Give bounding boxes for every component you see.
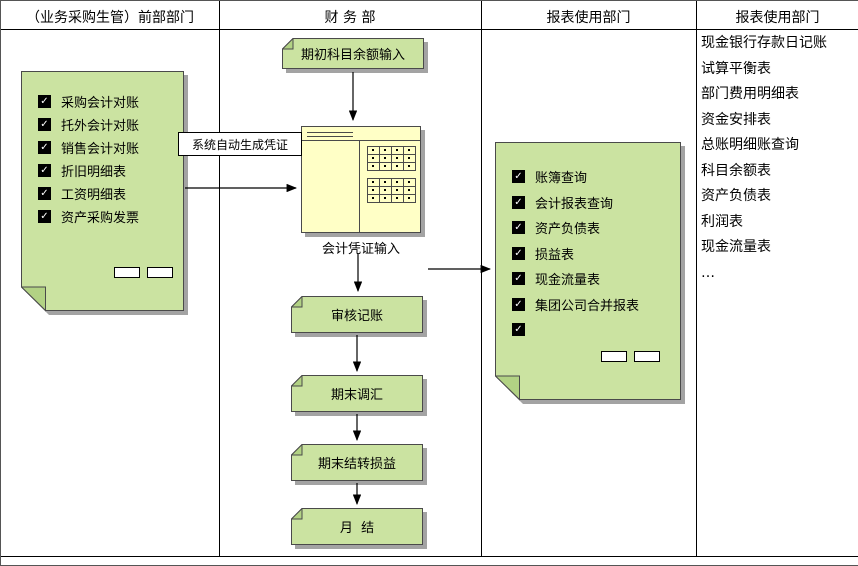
checklist-item: ✓ 资产采购发票 (38, 205, 139, 228)
form-shape (301, 126, 425, 237)
checklist-item: ✓ 资产负债表 (512, 215, 639, 241)
checklist-label: 会计报表查询 (535, 196, 614, 212)
voucher-form-graphic (301, 126, 426, 238)
checklist-item: ✓ 托外会计对账 (38, 113, 139, 136)
report-dept-note: ✓ 账簿查询 ✓ 会计报表查询 ✓ 资产负债表 ✓ 损益表 ✓ 现金流量表 ✓ 集团公司合并… (495, 142, 686, 405)
checkbox-checked-icon: ✓ (38, 187, 51, 200)
checkbox-checked-icon: ✓ (512, 246, 525, 260)
checkbox-checked-icon: ✓ (512, 297, 525, 311)
checklist-label: 资产负债表 (535, 222, 601, 238)
card-shape (291, 375, 427, 416)
header-divider (1, 29, 858, 30)
checklist-item: ✓ 损益表 (512, 241, 639, 267)
card-shape (291, 444, 427, 485)
card-label: 期末调汇 (330, 388, 383, 403)
checklist-item: ✓ 采购会计对账 (38, 90, 139, 113)
report-list-item: 现金流量表 (701, 239, 771, 255)
checklist-label: 销售会计对账 (61, 142, 140, 157)
checklist-label: 采购会计对账 (61, 96, 140, 111)
lane-separator (696, 1, 697, 556)
checkbox-checked-icon: ✓ (38, 164, 51, 177)
note-shape (21, 71, 188, 315)
card-label: 审核记账 (330, 309, 383, 324)
note-buttons (114, 267, 173, 278)
report-dept-checklist: ✓ 账簿查询 ✓ 会计报表查询 ✓ 资产负债表 ✓ 损益表 ✓ 现金流量表 ✓ 集团公司合并… (512, 164, 639, 343)
step-card-close-pl: 期末结转损益 (291, 444, 427, 485)
note-button-rect (147, 267, 173, 278)
checklist-label: 集团公司合并报表 (535, 298, 640, 314)
front-dept-checklist: ✓ 采购会计对账 ✓ 托外会计对账 ✓ 销售会计对账 ✓ 折旧明细表 ✓ 工资明细表 ✓ 资… (38, 90, 139, 228)
card-label: 月 结 (339, 521, 375, 536)
checkbox-checked-icon: ✓ (512, 323, 525, 337)
lane-separator (219, 1, 220, 556)
checklist-item: ✓ 集团公司合并报表 (512, 292, 639, 318)
step-card-audit-post: 审核记账 (291, 296, 427, 337)
checkbox-checked-icon: ✓ (512, 272, 525, 286)
checkbox-checked-icon: ✓ (38, 210, 51, 223)
bottom-divider (1, 556, 858, 557)
report-list-item: 利润表 (701, 213, 743, 230)
checkbox-checked-icon: ✓ (512, 170, 525, 184)
step-card-period-end-revaluation: 期末调汇 (291, 375, 427, 416)
opening-balance-card: 期初科目余额输入 (282, 38, 428, 73)
auto-voucher-callout: 系统自动生成凭证 (178, 132, 302, 156)
checkbox-checked-icon: ✓ (38, 118, 51, 131)
report-list-item: 试算平衡表 (701, 60, 771, 77)
note-shape (495, 142, 685, 404)
lane-title-finance-dept: 财 务 部 (324, 10, 376, 26)
checklist-item: ✓ (512, 317, 639, 343)
lane-title-report-users-2: 报表使用部门 (735, 10, 820, 26)
checklist-item: ✓ 会计报表查询 (512, 190, 639, 216)
report-list-item: … (701, 264, 715, 281)
lane-separator (481, 1, 482, 556)
lane-title-report-users: 报表使用部门 (546, 10, 631, 26)
checklist-item: ✓ 销售会计对账 (38, 136, 139, 159)
card-label: 期初科目余额输入 (300, 48, 405, 63)
checklist-label: 折旧明细表 (61, 165, 127, 180)
card-shape (291, 508, 427, 549)
checklist-label: 工资明细表 (61, 188, 127, 203)
report-list-item: 现金银行存款日记账 (701, 35, 827, 51)
checklist-label: 账簿查询 (535, 171, 588, 187)
report-list-item: 部门费用明细表 (701, 86, 799, 102)
report-list-item: 资产负债表 (701, 188, 771, 204)
checklist-label: 现金流量表 (535, 273, 601, 289)
note-button-rect (634, 351, 660, 362)
front-dept-note: ✓ 采购会计对账 ✓ 托外会计对账 ✓ 销售会计对账 ✓ 折旧明细表 ✓ 工资明细表 ✓ 资… (21, 71, 189, 316)
card-shape (291, 296, 427, 337)
checkbox-checked-icon: ✓ (512, 195, 525, 209)
report-list-item: 科目余额表 (701, 162, 771, 179)
step-card-month-close: 月 结 (291, 508, 427, 549)
voucher-form-label: 会计凭证输入 (321, 242, 400, 257)
lane-title-front-dept: （业务采购生管）前部部门 (26, 10, 194, 26)
note-button-rect (114, 267, 140, 278)
card-label: 期末结转损益 (317, 457, 396, 472)
note-buttons (601, 351, 660, 362)
checkbox-checked-icon: ✓ (38, 141, 51, 154)
card-shape (282, 38, 428, 73)
checklist-label: 资产采购发票 (61, 211, 140, 226)
checklist-label: 损益表 (535, 247, 575, 263)
checkbox-checked-icon: ✓ (512, 221, 525, 235)
report-list-item: 资金安排表 (701, 111, 771, 128)
checklist-label: 托外会计对账 (61, 119, 140, 134)
checklist-item: ✓ 账簿查询 (512, 164, 639, 190)
note-button-rect (601, 351, 627, 362)
checklist-item: ✓ 折旧明细表 (38, 159, 139, 182)
checklist-item: ✓ 工资明细表 (38, 182, 139, 205)
report-output-list: 现金银行存款日记账 试算平衡表 部门费用明细表 资金安排表 总账明细账查询 科目… (701, 31, 827, 286)
checkbox-checked-icon: ✓ (38, 95, 51, 108)
checklist-item: ✓ 现金流量表 (512, 266, 639, 292)
report-list-item: 总账明细账查询 (701, 137, 799, 153)
